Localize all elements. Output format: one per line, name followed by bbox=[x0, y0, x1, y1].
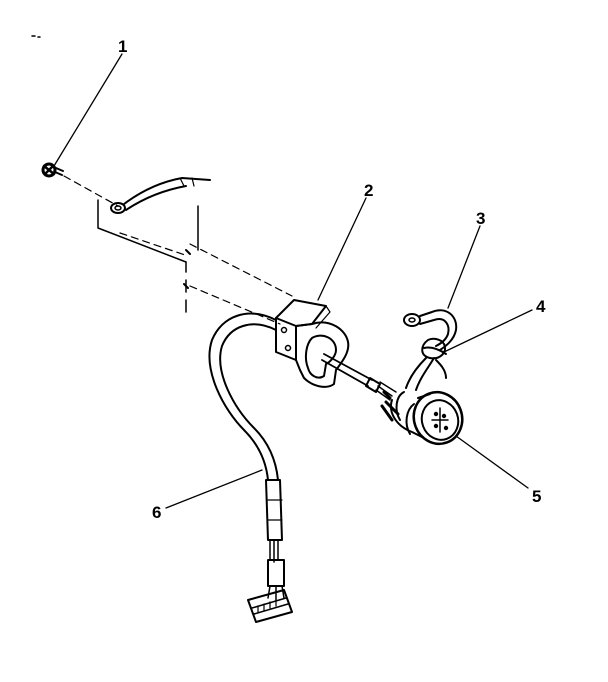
callout-5: 5 bbox=[532, 487, 541, 506]
callout-labels: 1 2 3 4 5 6 bbox=[118, 37, 546, 522]
callout-4: 4 bbox=[536, 297, 546, 316]
callout-2: 2 bbox=[364, 181, 373, 200]
part-bracket bbox=[275, 299, 350, 388]
assembly-guide-lines bbox=[63, 175, 293, 325]
part-ground-wire bbox=[403, 309, 458, 351]
leader-lines bbox=[53, 53, 533, 509]
connecting-rod bbox=[321, 353, 397, 401]
callout-3: 3 bbox=[476, 209, 485, 228]
callout-6: 6 bbox=[152, 503, 161, 522]
mounting-panel bbox=[97, 177, 211, 313]
stray-mark bbox=[31, 35, 41, 38]
part-cable-assembly bbox=[208, 312, 293, 623]
callout-1: 1 bbox=[118, 37, 127, 56]
part-socket bbox=[380, 390, 464, 446]
part-screw bbox=[41, 162, 64, 178]
part-wire-clip bbox=[405, 337, 447, 391]
